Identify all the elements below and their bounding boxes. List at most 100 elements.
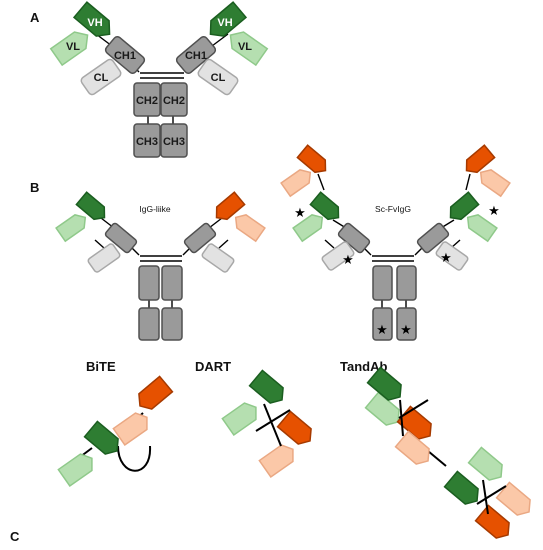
vl-orange-domain — [495, 481, 531, 516]
vh-green-domain — [309, 191, 340, 221]
igg-like-label: IgG-liike — [139, 204, 170, 214]
tandab-title: TandAb — [340, 359, 387, 374]
vh-green-shape — [248, 369, 284, 404]
ch1-domain-shape — [104, 36, 146, 74]
vh-orange-shape — [465, 144, 496, 174]
vl-orange-shape — [394, 430, 430, 465]
vl-orange-shape — [479, 169, 511, 198]
ch3-domain — [138, 307, 160, 341]
vh-orange-shape — [215, 191, 246, 221]
vh-domain — [209, 1, 248, 37]
vh-orange-domain — [138, 375, 174, 410]
ch1-domain — [104, 36, 146, 74]
star-marker: ★ — [294, 206, 306, 221]
vl-orange-shape — [495, 481, 531, 516]
vl-orange-shape — [280, 169, 312, 198]
cl-domain — [87, 243, 121, 273]
vl-green-shape — [467, 446, 503, 481]
vl-domain — [49, 31, 89, 67]
ch3-domain — [161, 307, 183, 341]
linker — [94, 239, 105, 249]
ch1-label: CH1 — [114, 50, 136, 62]
vh-orange-domain — [215, 191, 246, 221]
ch2-domain — [138, 265, 160, 301]
vh-green-shape — [83, 420, 119, 455]
linker — [211, 33, 229, 47]
vl-label: VL — [66, 41, 80, 53]
cl-shape — [435, 241, 469, 271]
vh-green-shape — [309, 191, 340, 221]
vh-green-domain — [248, 369, 284, 404]
vl-green-domain — [292, 214, 324, 243]
crossing-linker — [399, 399, 404, 437]
vl-green-domain — [57, 453, 93, 487]
cl-domain-shape — [197, 58, 239, 96]
vh-domain-shape — [209, 1, 248, 37]
ch2-label: CH2 — [136, 95, 158, 107]
vh-green-shape — [366, 366, 402, 401]
linker — [208, 217, 223, 229]
ch1-domain — [175, 36, 217, 74]
crossing-linker — [263, 403, 282, 447]
crossing-linker — [255, 409, 291, 432]
vh-orange-domain — [474, 504, 510, 539]
dart-title: DART — [195, 359, 231, 374]
star-marker: ★ — [440, 251, 452, 266]
vl-green-domain — [466, 214, 498, 243]
cl-domain — [435, 241, 469, 271]
vh-green-domain — [75, 191, 106, 221]
vl-orange-domain — [112, 412, 148, 446]
vl-green-domain — [55, 214, 87, 243]
vl-green-domain — [467, 446, 503, 481]
ch1-domain — [183, 222, 217, 254]
ch2-domain — [133, 82, 161, 117]
vl-orange-domain — [280, 169, 312, 198]
cl-shape — [321, 241, 355, 271]
ch1-label: CH1 — [185, 50, 207, 62]
cl-shape — [87, 243, 121, 273]
cl-label: CL — [211, 72, 226, 84]
star-marker: ★ — [400, 323, 412, 338]
vl-green-shape — [466, 214, 498, 243]
ch3-domain — [133, 123, 161, 158]
ch2-domain — [161, 265, 183, 301]
vl-green-shape — [55, 214, 87, 243]
bite-format — [57, 375, 174, 487]
vh-orange-shape — [276, 410, 312, 445]
vh-green-domain — [83, 420, 119, 455]
cl-shape — [201, 243, 235, 273]
vh-green-shape — [443, 470, 479, 505]
linker — [317, 173, 325, 191]
star-marker: ★ — [342, 253, 354, 268]
vl-domain-shape — [49, 31, 89, 67]
vh-green-domain — [366, 366, 402, 401]
vh-orange-shape — [138, 375, 174, 410]
panel-a-igg: VH VL CH1 CL VH VL CH1 CL — [49, 1, 269, 158]
linker — [427, 450, 447, 467]
vh-green-domain — [443, 470, 479, 505]
vl-green-shape — [221, 402, 257, 436]
vl-green-domain — [364, 391, 400, 426]
vh-domain — [72, 1, 111, 37]
linker — [218, 239, 229, 249]
panel-b-label: B — [30, 180, 39, 195]
igg-like-format: IgG-liike — [55, 191, 266, 341]
ch3-domain — [396, 307, 417, 341]
vl-label: VL — [238, 41, 252, 53]
ch2-domain — [160, 82, 188, 117]
ch1-shape — [416, 222, 450, 254]
ch2-label: CH2 — [163, 95, 185, 107]
sc-fvigg-label: Sc-FvIgG — [375, 204, 411, 214]
vl-green-shape — [57, 453, 93, 487]
star-marker: ★ — [376, 323, 388, 338]
linker — [324, 239, 335, 249]
cl-domain — [201, 243, 235, 273]
ch3-label: CH3 — [163, 136, 185, 148]
panel-a-label: A — [30, 10, 40, 25]
vl-domain-shape — [229, 31, 269, 67]
linker-loop — [117, 445, 152, 472]
ch3-label: CH3 — [136, 136, 158, 148]
vl-orange-domain — [479, 169, 511, 198]
vh-orange-shape — [474, 504, 510, 539]
crossing-linker — [398, 399, 429, 419]
